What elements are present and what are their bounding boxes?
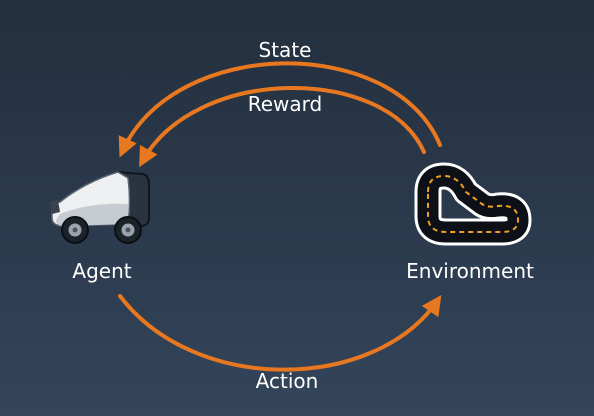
race-car-icon	[50, 170, 151, 244]
reward-arrow	[139, 86, 426, 168]
state-label: State	[258, 38, 312, 62]
state-arrow	[118, 61, 442, 158]
action-label: Action	[255, 369, 319, 393]
action-arrow	[118, 294, 442, 372]
agent-label: Agent	[72, 259, 132, 283]
reward-label: Reward	[247, 92, 323, 116]
race-track-icon	[414, 162, 532, 246]
environment-label: Environment	[406, 259, 534, 283]
